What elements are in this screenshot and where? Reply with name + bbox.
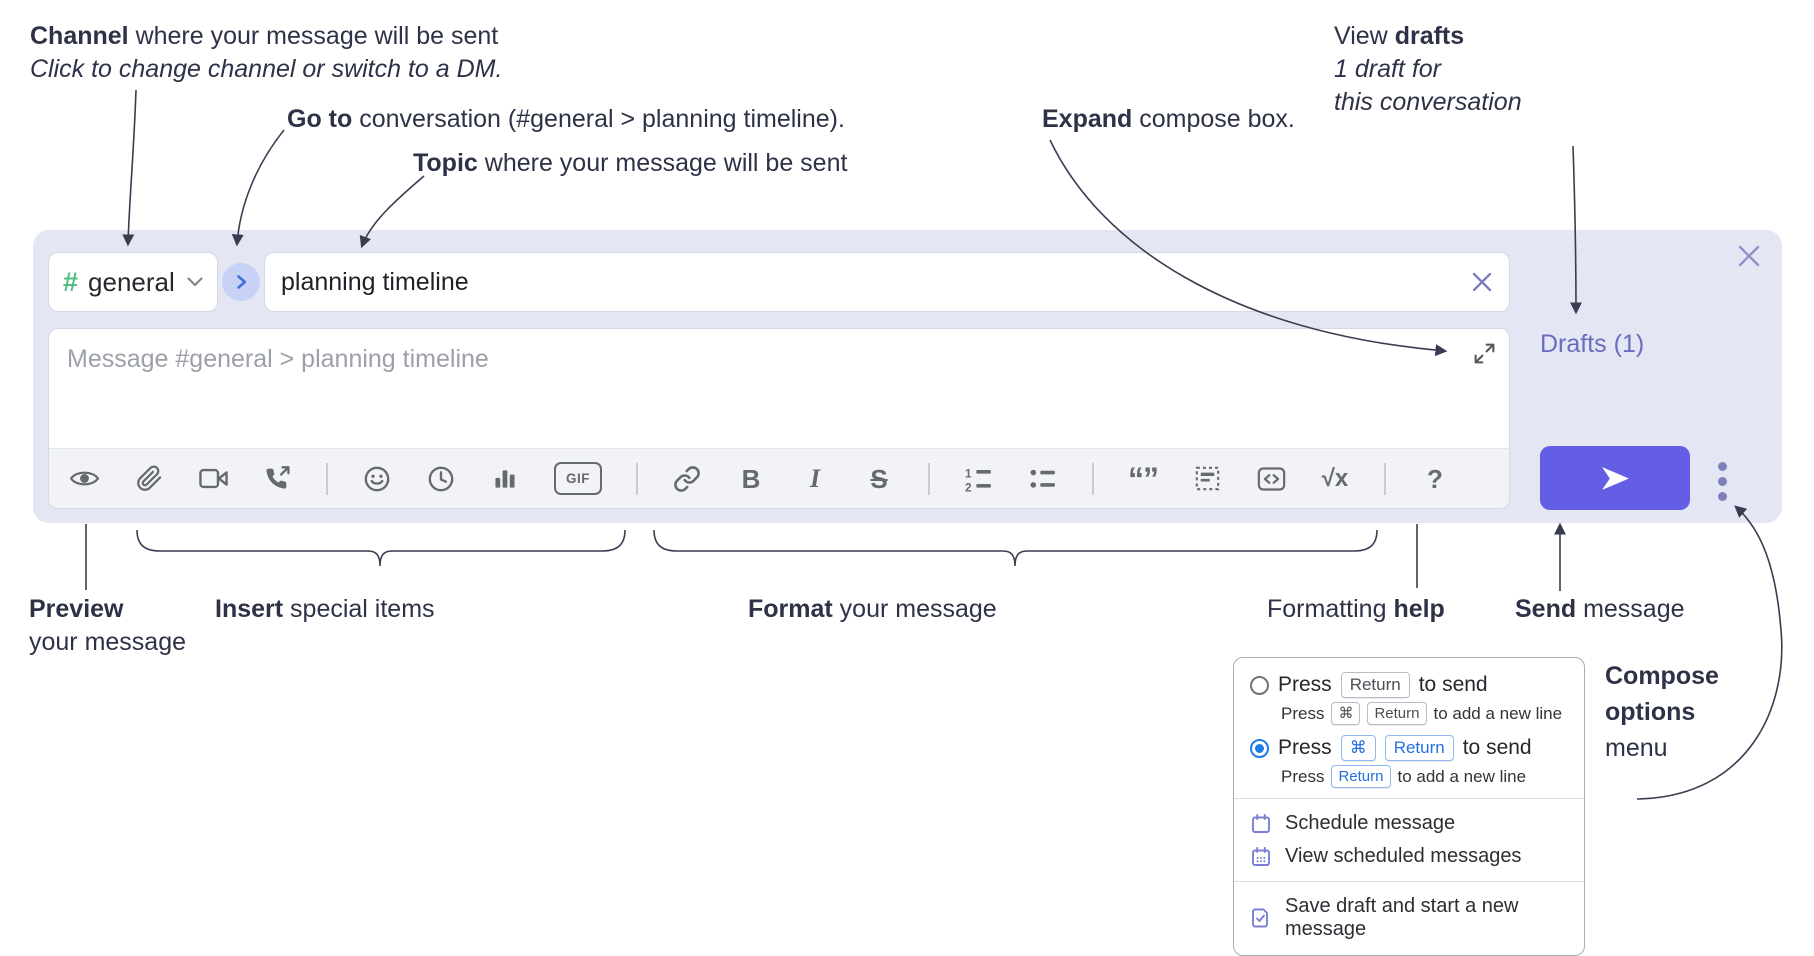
svg-text:1: 1 (965, 466, 972, 480)
channel-annotation-bold: Channel (30, 22, 129, 50)
topic-annotation: Topic where your message will be sent (413, 149, 848, 177)
toolbar-divider (1092, 462, 1094, 495)
calendar-clock-icon (1250, 846, 1272, 868)
code-icon[interactable] (1256, 461, 1286, 497)
svg-text:2: 2 (965, 480, 972, 492)
return-key: Return (1340, 672, 1410, 698)
menu-item-view-scheduled[interactable]: View scheduled messages (1250, 840, 1568, 873)
message-input[interactable] (49, 329, 1509, 447)
drafts-link[interactable]: Drafts (1) (1540, 330, 1645, 358)
dot-icon (1718, 477, 1727, 486)
format-annotation: Format your message (748, 595, 997, 623)
close-icon (1738, 245, 1760, 267)
menu-separator (1234, 798, 1584, 799)
send-annotation: Send message (1515, 595, 1685, 623)
toolbar-divider (928, 462, 930, 495)
dot-icon (1718, 462, 1727, 471)
goto-annotation: Go to conversation (#general > planning … (287, 105, 845, 133)
menu-item-schedule-message[interactable]: Schedule message (1250, 807, 1568, 840)
send-icon (1601, 466, 1629, 490)
strikethrough-icon[interactable]: S (870, 463, 888, 494)
expand-annotation: Expand compose box. (1042, 105, 1295, 133)
channel-selector[interactable]: # general (48, 252, 218, 312)
expand-compose-button[interactable] (1472, 341, 1497, 371)
send-button[interactable] (1540, 446, 1690, 510)
menu-item-save-draft[interactable]: Save draft and start a new message (1250, 890, 1568, 946)
cmd-key: ⌘ (1340, 735, 1376, 761)
chevron-down-icon (187, 277, 203, 286)
return-key: Return (1367, 702, 1427, 725)
menu-separator (1234, 881, 1584, 882)
draft-file-icon (1250, 907, 1272, 929)
toolbar-divider (636, 462, 638, 495)
send-option-enter-sub: Press ⌘ Return to add a new line (1281, 702, 1568, 725)
radio-selected[interactable] (1250, 738, 1269, 758)
topic-box (264, 252, 1510, 312)
compose-options-annotation: Compose options menu (1605, 662, 1719, 762)
channel-annotation: Channel where your message will be sent … (30, 20, 502, 86)
clear-topic-button[interactable] (1471, 271, 1493, 293)
preview-icon[interactable] (69, 461, 100, 497)
calendar-icon (1250, 813, 1272, 835)
italic-icon[interactable]: I (809, 463, 821, 493)
channel-hash-icon: # (63, 266, 79, 297)
quote-icon[interactable]: “” (1128, 460, 1159, 497)
gif-icon[interactable]: GIF (554, 461, 602, 497)
drafts-annotation: View drafts 1 draft for this conversatio… (1334, 22, 1522, 116)
toolbar-divider (326, 462, 328, 495)
return-key: Return (1331, 765, 1391, 788)
bold-icon[interactable]: B (741, 463, 761, 494)
goto-connector (231, 129, 285, 247)
compose-box: # general (33, 230, 1782, 523)
cmd-key: ⌘ (1331, 702, 1361, 725)
message-box: GIF B I S 12 “” √x (48, 328, 1510, 509)
close-icon (1472, 272, 1492, 292)
radio-unselected[interactable] (1250, 675, 1269, 695)
video-call-icon[interactable] (198, 461, 228, 497)
bulleted-list-icon[interactable] (1028, 461, 1058, 497)
insert-annotation: Insert special items (215, 595, 435, 623)
send-option-enter[interactable]: Press Return to send (1250, 672, 1568, 698)
channel-name: general (88, 266, 175, 297)
math-icon[interactable]: √x (1321, 464, 1349, 492)
preview-annotation: Preview your message (29, 595, 187, 656)
attach-file-icon[interactable] (134, 461, 164, 497)
voice-call-icon[interactable] (262, 461, 292, 497)
emoji-icon[interactable] (362, 461, 392, 497)
topic-input[interactable] (265, 267, 1471, 297)
compose-options-button[interactable] (1714, 458, 1731, 505)
dot-icon (1718, 492, 1727, 501)
return-key: Return (1384, 735, 1454, 761)
insert-brace (136, 529, 626, 567)
toolbar-divider (1384, 462, 1386, 495)
send-option-cmd-enter-sub: Press Return to add a new line (1281, 765, 1568, 788)
send-option-cmd-enter[interactable]: Press ⌘ Return to send (1250, 735, 1568, 761)
channel-connector (122, 89, 137, 247)
go-to-conversation-button[interactable] (222, 263, 260, 301)
time-icon[interactable] (426, 461, 456, 497)
compose-options-menu: Press Return to send Press ⌘ Return to a… (1233, 657, 1585, 956)
formatting-help-annotation: Formatting help (1267, 595, 1445, 623)
format-brace (653, 529, 1378, 567)
channel-annotation-sub: Click to change channel or switch to a D… (30, 55, 503, 83)
close-compose-button[interactable] (1736, 243, 1762, 274)
spoiler-icon[interactable] (1192, 461, 1222, 497)
help-icon[interactable]: ? (1427, 463, 1443, 494)
chevron-right-icon (236, 275, 246, 289)
poll-icon[interactable] (490, 461, 520, 497)
expand-icon (1474, 343, 1495, 364)
link-icon[interactable] (672, 461, 702, 497)
